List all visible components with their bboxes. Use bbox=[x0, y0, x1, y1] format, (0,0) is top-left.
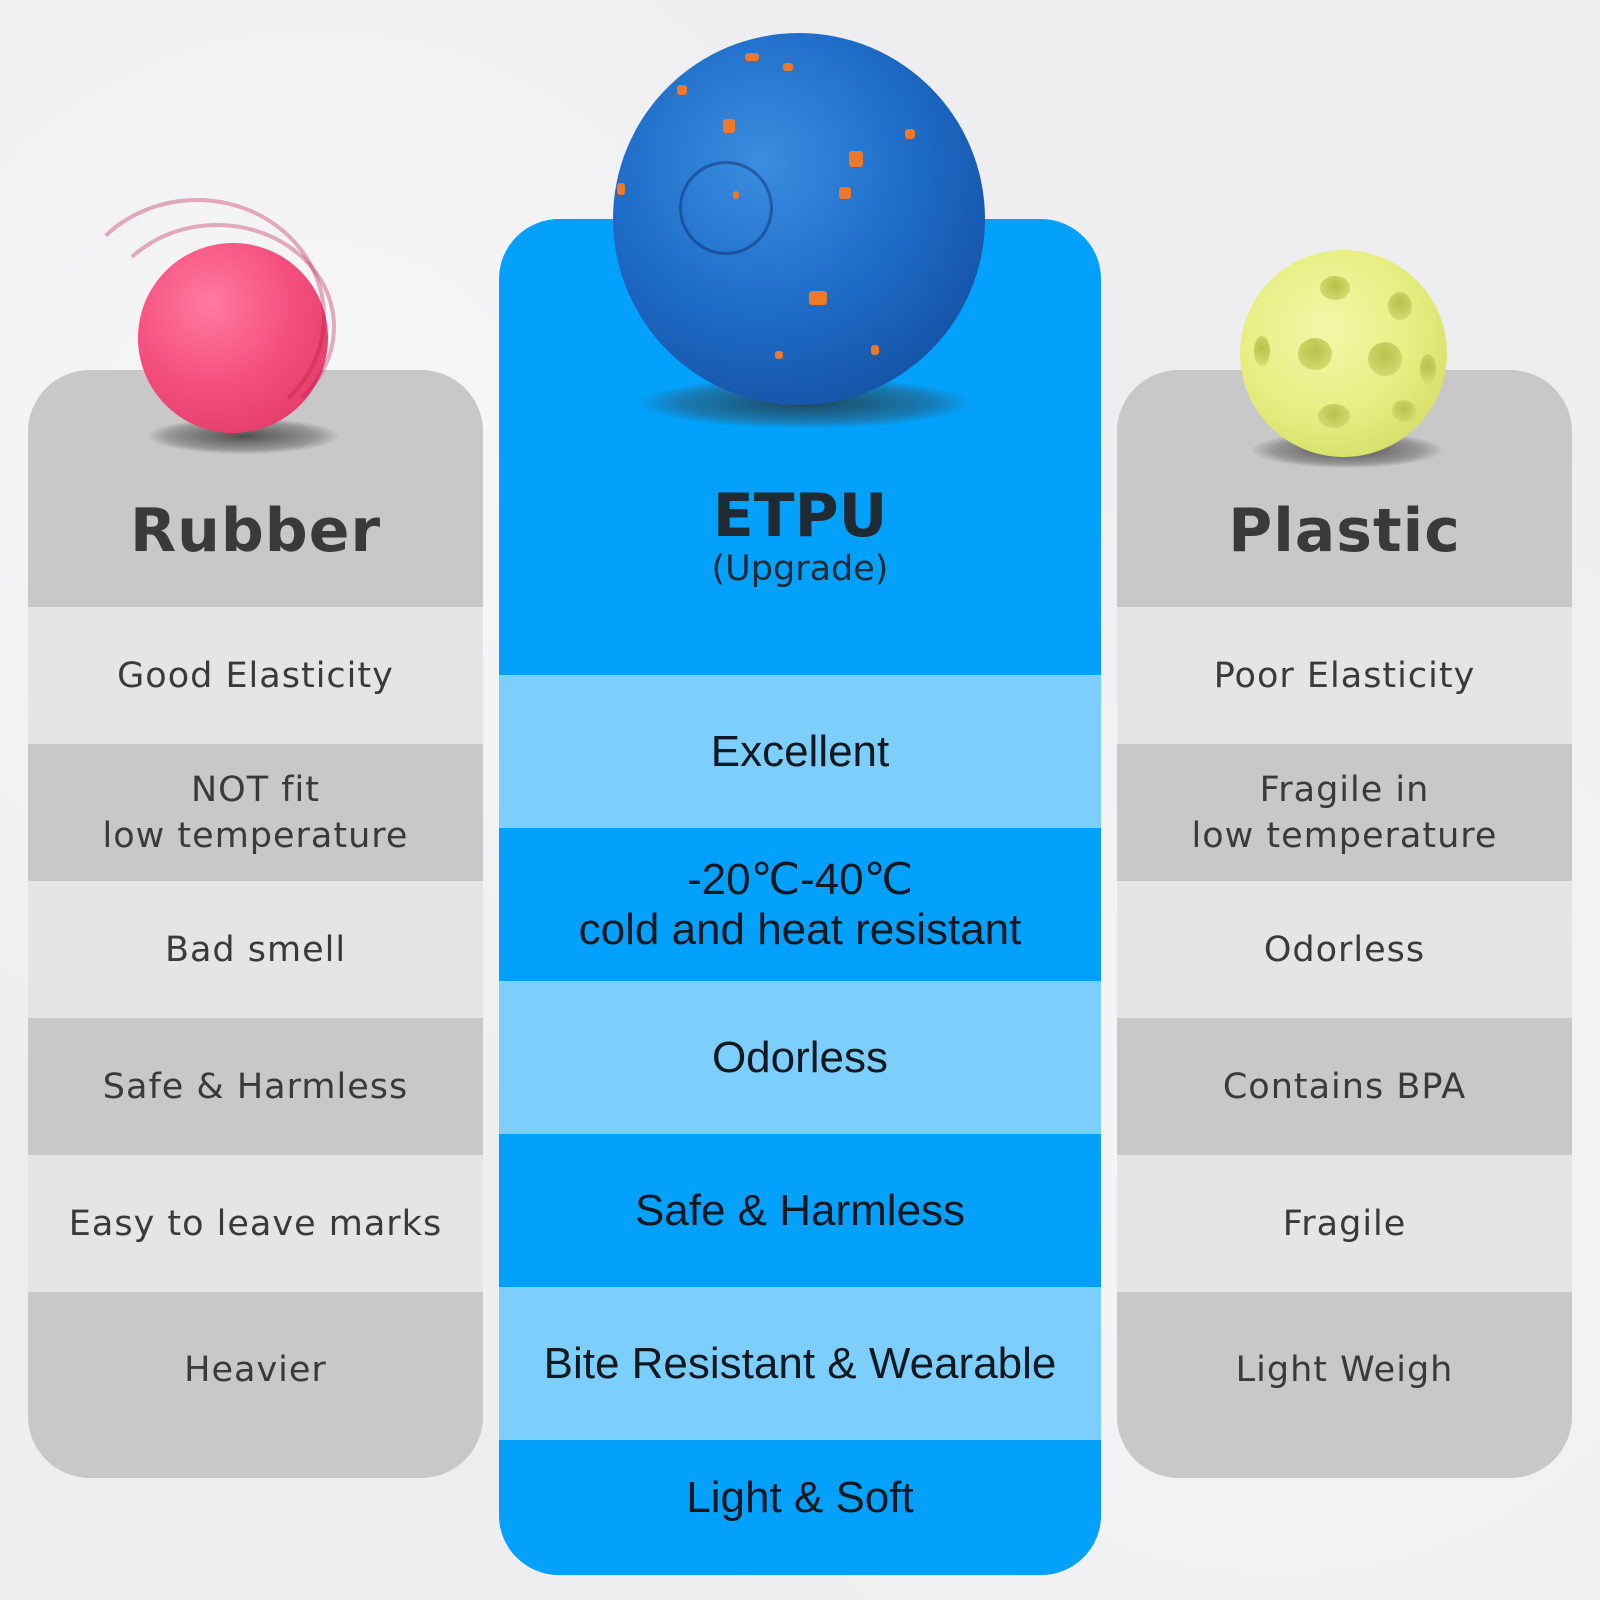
plastic-title: Plastic bbox=[1228, 496, 1461, 566]
rubber-row-temperature: NOT fit low temperature bbox=[28, 744, 483, 881]
rubber-row-text: Safe & Harmless bbox=[102, 1066, 409, 1107]
rubber-row-safety: Safe & Harmless bbox=[28, 1018, 483, 1155]
etpu-ball-image bbox=[613, 33, 985, 405]
etpu-row-text: Light & Soft bbox=[686, 1472, 914, 1522]
plastic-ball-image bbox=[1240, 250, 1447, 457]
rubber-row-marks: Easy to leave marks bbox=[28, 1155, 483, 1292]
etpu-row-text: Bite Resistant & Wearable bbox=[543, 1338, 1057, 1388]
rubber-row-text: Bad smell bbox=[164, 929, 347, 970]
plastic-row-text: Poor Elasticity bbox=[1213, 655, 1476, 696]
ball-hole bbox=[1318, 404, 1350, 428]
etpu-row-elasticity: Excellent bbox=[499, 675, 1101, 828]
rubber-title: Rubber bbox=[129, 496, 382, 566]
ball-fleck bbox=[775, 351, 783, 359]
rubber-row-text: Heavier bbox=[184, 1350, 327, 1390]
ball-hole bbox=[1298, 338, 1332, 370]
etpu-row-bite: Bite Resistant & Wearable bbox=[499, 1287, 1101, 1440]
etpu-row-temperature: -20℃-40℃ cold and heat resistant bbox=[499, 828, 1101, 981]
plastic-row-smell: Odorless bbox=[1117, 881, 1572, 1018]
plastic-row-temperature: Fragile in low temperature bbox=[1117, 744, 1572, 881]
etpu-row-safety: Safe & Harmless bbox=[499, 1134, 1101, 1287]
ball-ring bbox=[679, 161, 773, 255]
ball-hole bbox=[1420, 354, 1436, 384]
plastic-row-text: Light Weigh bbox=[1235, 1350, 1454, 1390]
ball-fleck bbox=[617, 183, 625, 195]
rubber-header: Rubber bbox=[28, 370, 483, 607]
plastic-row-durability: Fragile bbox=[1117, 1155, 1572, 1292]
plastic-row-safety: Contains BPA bbox=[1117, 1018, 1572, 1155]
ball-fleck bbox=[905, 129, 915, 139]
etpu-title: ETPU bbox=[712, 481, 888, 551]
ball-fleck bbox=[723, 119, 735, 133]
ball-hole bbox=[1368, 342, 1402, 376]
ball-fleck bbox=[809, 291, 827, 305]
rubber-row-text: Good Elasticity bbox=[117, 655, 394, 696]
etpu-header: ETPU (Upgrade) bbox=[499, 219, 1101, 675]
ball-fleck bbox=[783, 63, 793, 71]
ball-fleck bbox=[745, 53, 759, 61]
ball-fleck bbox=[677, 85, 687, 95]
etpu-row-text: -20℃-40℃ bbox=[686, 854, 913, 904]
etpu-subtitle: (Upgrade) bbox=[711, 549, 889, 589]
rubber-row-elasticity: Good Elasticity bbox=[28, 607, 483, 744]
ball-groove bbox=[68, 198, 326, 436]
plastic-row-text: Odorless bbox=[1263, 929, 1426, 970]
rubber-row-text: low temperature bbox=[102, 815, 409, 856]
plastic-row-text: Contains BPA bbox=[1222, 1066, 1467, 1107]
ball-hole bbox=[1320, 276, 1350, 300]
etpu-row-weight: Light & Soft bbox=[499, 1440, 1101, 1575]
ball-fleck bbox=[849, 151, 863, 167]
etpu-row-text: Odorless bbox=[711, 1032, 889, 1082]
rubber-row-smell: Bad smell bbox=[28, 881, 483, 1018]
plastic-row-weight: Light Weigh bbox=[1117, 1292, 1572, 1478]
etpu-column: ETPU (Upgrade) Excellent -20℃-40℃ cold a… bbox=[499, 219, 1101, 1575]
rubber-ball-image bbox=[68, 198, 336, 436]
ball-hole bbox=[1392, 400, 1416, 422]
etpu-row-smell: Odorless bbox=[499, 981, 1101, 1134]
ball-fleck bbox=[733, 191, 739, 199]
plastic-row-text: low temperature bbox=[1191, 815, 1498, 856]
ball-hole bbox=[1254, 336, 1270, 366]
etpu-row-text: Safe & Harmless bbox=[634, 1185, 966, 1235]
ball-fleck bbox=[871, 345, 879, 355]
plastic-row-text: Fragile bbox=[1282, 1203, 1407, 1244]
ball-fleck bbox=[839, 187, 851, 199]
plastic-column: Plastic Poor Elasticity Fragile in low t… bbox=[1117, 370, 1572, 1478]
etpu-row-text: Excellent bbox=[710, 726, 890, 776]
etpu-row-text: cold and heat resistant bbox=[578, 904, 1022, 954]
rubber-column: Rubber Good Elasticity NOT fit low tempe… bbox=[28, 370, 483, 1478]
rubber-row-text: NOT fit bbox=[190, 769, 320, 810]
ball-hole bbox=[1388, 292, 1412, 320]
rubber-row-weight: Heavier bbox=[28, 1292, 483, 1478]
plastic-row-text: Fragile in bbox=[1259, 769, 1430, 810]
rubber-row-text: Easy to leave marks bbox=[68, 1203, 443, 1244]
plastic-row-elasticity: Poor Elasticity bbox=[1117, 607, 1572, 744]
